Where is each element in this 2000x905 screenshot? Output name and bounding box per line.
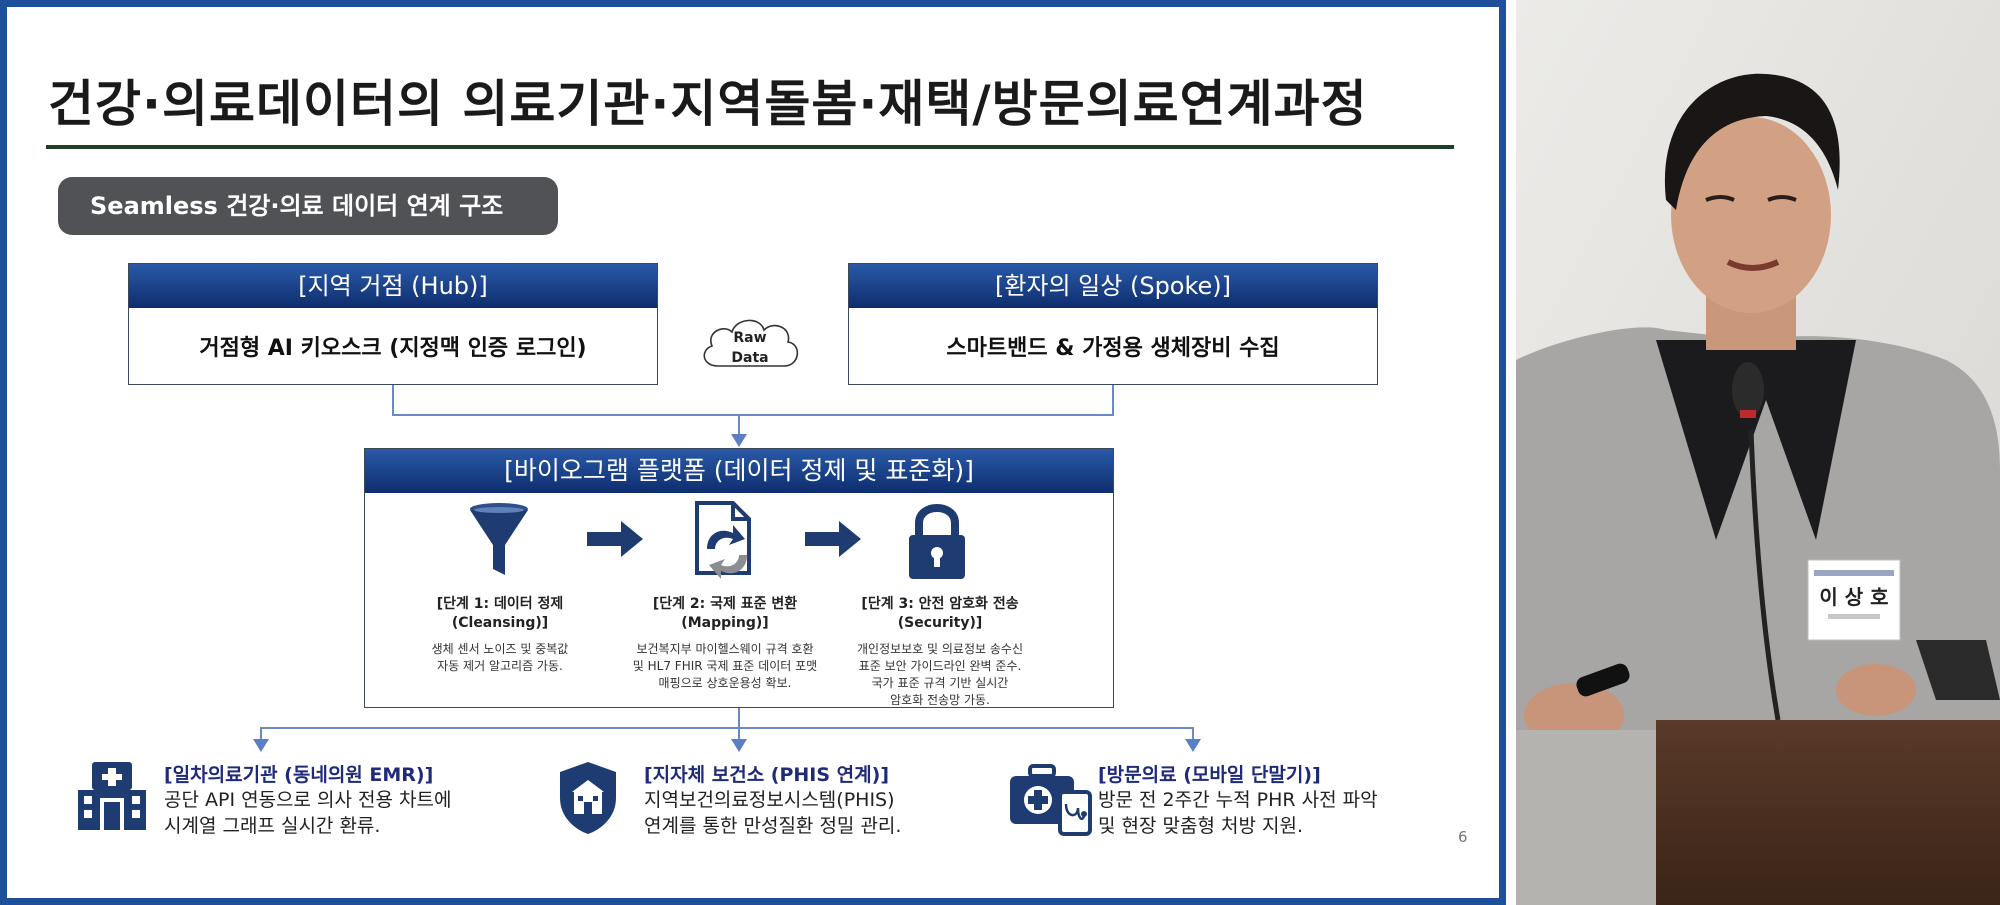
raw-data-label-line2: Data	[731, 350, 769, 366]
arrowhead-icon	[731, 739, 747, 752]
right-arrow-icon	[805, 521, 861, 557]
medical-kit-tablet-icon	[1010, 764, 1092, 836]
destination-desc-line: 시계열 그래프 실시간 환류.	[164, 815, 381, 837]
padlock-icon	[909, 504, 965, 579]
stage-3-desc-line: 표준 보안 가이드라인 완벽 준수.	[858, 659, 1022, 673]
funnel-icon	[470, 503, 528, 575]
connector-line	[738, 414, 740, 438]
stage-3-title-line1: [단계 3: 안전 암호화 전송	[861, 596, 1019, 612]
stage-3-desc-line: 암호화 전송망 가동.	[890, 693, 990, 707]
destination-home-visit-care: [방문의료 (모바일 단말기)] 방문 전 2주간 누적 PHR 사전 파악 및…	[1098, 760, 1378, 839]
raw-data-cloud: Raw Data	[694, 310, 806, 380]
raw-data-label: Raw Data	[694, 328, 806, 368]
destination-title: [방문의료 (모바일 단말기)]	[1098, 764, 1321, 786]
stage-2-title-line1: [단계 2: 국제 표준 변환	[652, 596, 798, 612]
public-health-shield-icon	[560, 762, 616, 834]
stage-2-desc-line: 및 HL7 FHIR 국제 표준 데이터 포맷	[632, 659, 818, 673]
section-pill-label: Seamless 건강·의료 데이터 연계 구조	[58, 177, 558, 235]
spoke-body: 스마트밴드 & 가정용 생체장비 수집	[946, 336, 1280, 361]
arrowhead-icon	[253, 739, 269, 752]
name-tag-text: 이 상 호	[1819, 585, 1888, 609]
speaker-illustration: 이 상 호	[1516, 0, 2000, 905]
hub-box: [지역 거점 (Hub)] 거점형 AI 키오스크 (지정맥 인증 로그인)	[128, 263, 658, 385]
cloud-icon	[703, 319, 799, 367]
destination-title: [지자체 보건소 (PHIS 연계)]	[644, 764, 889, 786]
slide-title: 건강·의료데이터의 의료기관·지역돌봄·재택/방문의료연계과정	[48, 75, 1368, 133]
stage-2-title-line2: (Mapping)]	[681, 615, 769, 631]
destination-desc-line: 연계를 통한 만성질환 정밀 관리.	[644, 815, 902, 837]
page-number: 6	[1458, 828, 1468, 846]
connector-line	[260, 727, 1194, 729]
destination-desc-line: 및 현장 맞춤형 처방 지원.	[1098, 815, 1303, 837]
title-underline	[46, 145, 1454, 149]
destination-desc-line: 공단 API 연동으로 의사 전용 차트에	[164, 789, 452, 811]
arrowhead-icon	[731, 434, 747, 447]
raw-data-label-line1: Raw	[733, 330, 767, 346]
connector-line	[1192, 727, 1194, 741]
stage-1-title-line1: [단계 1: 데이터 정제	[436, 596, 564, 612]
stage-3-desc-line: 국가 표준 규격 기반 실시간	[871, 676, 1009, 690]
right-arrow-icon	[587, 521, 643, 557]
stage-2-desc-line: 보건복지부 마이헬스웨이 규격 호환	[636, 642, 814, 656]
platform-box: [바이오그램 플랫폼 (데이터 정제 및 표준화)] [단계 1: 데이터 정제…	[364, 448, 1114, 708]
connector-line	[260, 727, 262, 741]
spoke-box: [환자의 일상 (Spoke)] 스마트밴드 & 가정용 생체장비 수집	[848, 263, 1378, 385]
stage-3-desc-line: 개인정보보호 및 의료정보 송수신	[856, 642, 1023, 656]
platform-header: [바이오그램 플랫폼 (데이터 정제 및 표준화)]	[365, 449, 1113, 493]
connector-line	[1112, 385, 1114, 415]
speaker-photo: 이 상 호	[1516, 0, 2000, 905]
spoke-header: [환자의 일상 (Spoke)]	[849, 264, 1377, 308]
stage-1: [단계 1: 데이터 정제 (Cleansing)] 생체 센서 노이즈 및 중…	[405, 595, 595, 675]
stage-1-desc-line: 생체 센서 노이즈 및 중복값	[431, 642, 569, 656]
hub-header: [지역 거점 (Hub)]	[129, 264, 657, 308]
document-sync-icon	[695, 501, 751, 579]
stage-3: [단계 3: 안전 암호화 전송 (Security)] 개인정보보호 및 의료…	[835, 595, 1045, 709]
stage-2-desc-line: 매핑으로 상호운용성 확보.	[658, 676, 792, 690]
connector-line	[392, 414, 1114, 416]
destination-desc-line: 방문 전 2주간 누적 PHR 사전 파악	[1098, 789, 1378, 811]
connector-line	[392, 385, 394, 415]
connector-line	[738, 727, 740, 741]
hospital-icon	[78, 762, 146, 830]
destination-public-health-center: [지자체 보건소 (PHIS 연계)] 지역보건의료정보시스템(PHIS) 연계…	[644, 760, 901, 839]
arrowhead-icon	[1185, 739, 1201, 752]
stage-2: [단계 2: 국제 표준 변환 (Mapping)] 보건복지부 마이헬스웨이 …	[620, 595, 830, 692]
stage-1-title-line2: (Cleansing)]	[451, 615, 549, 631]
destination-title: [일차의료기관 (동네의원 EMR)]	[164, 764, 434, 786]
destination-desc-line: 지역보건의료정보시스템(PHIS)	[644, 789, 895, 811]
destination-primary-care: [일차의료기관 (동네의원 EMR)] 공단 API 연동으로 의사 전용 차트…	[164, 760, 452, 839]
hub-body: 거점형 AI 키오스크 (지정맥 인증 로그인)	[199, 336, 587, 361]
stage-3-title-line2: (Security)]	[897, 615, 983, 631]
connector-line	[738, 708, 740, 728]
stage-1-desc-line: 자동 제거 알고리즘 가동.	[437, 659, 563, 673]
